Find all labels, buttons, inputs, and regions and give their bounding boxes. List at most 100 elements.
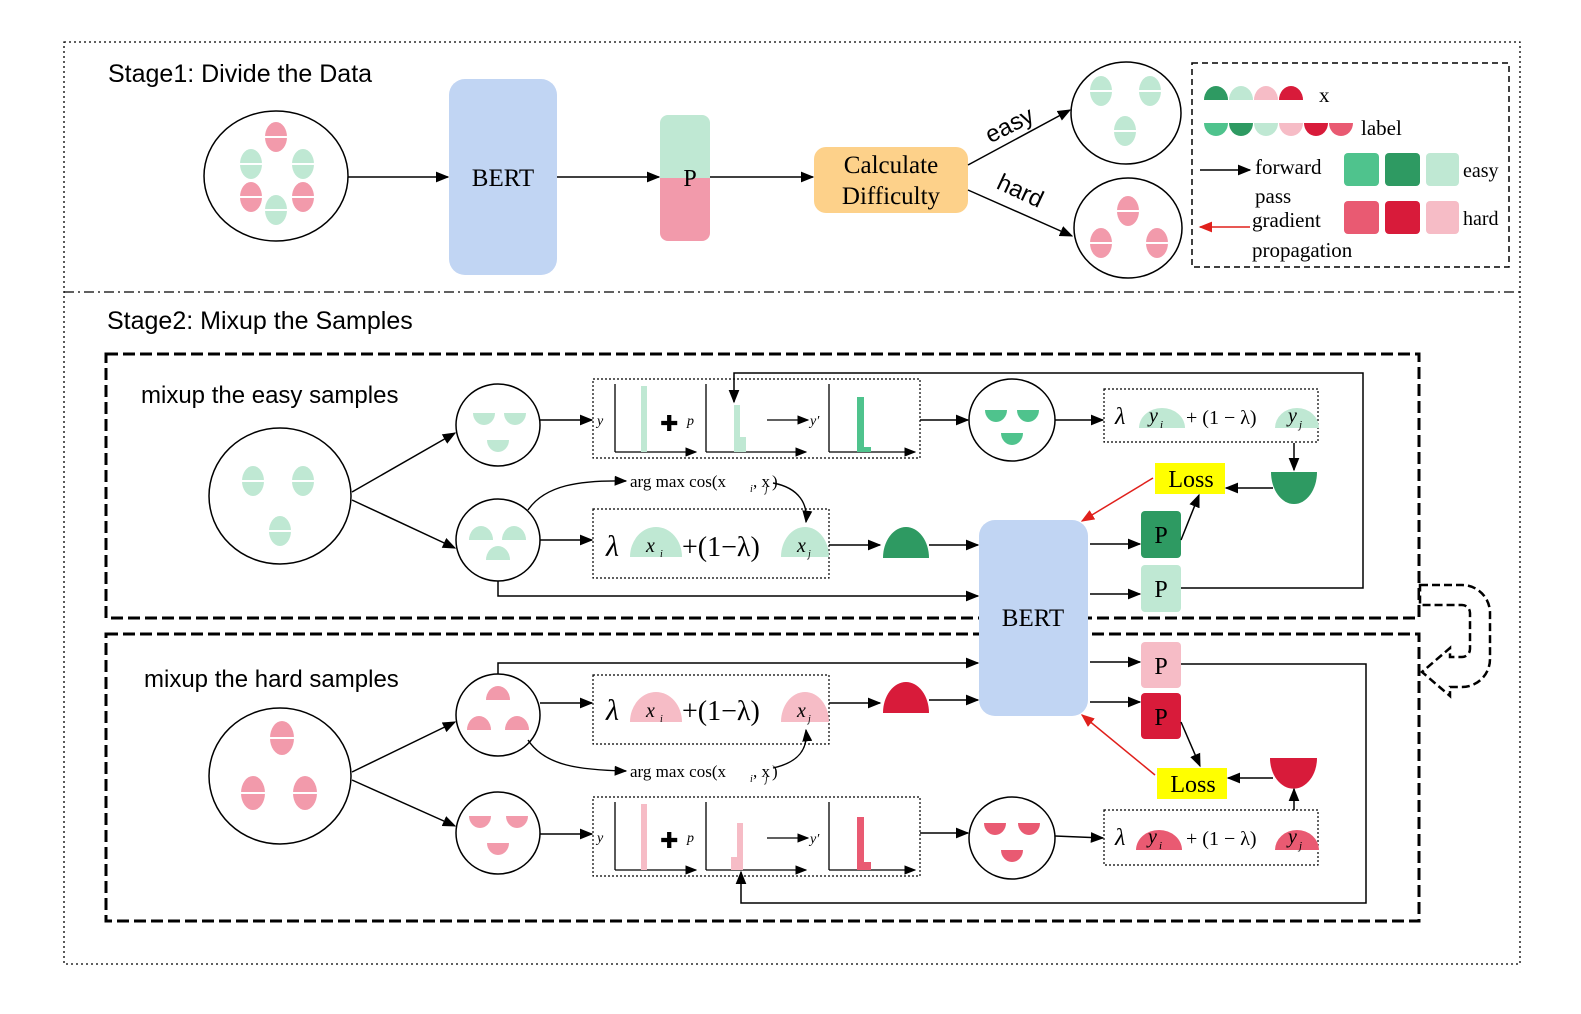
hard-xmix-lambda: λ [605,694,619,727]
easy-label-mix-box [1103,388,1319,443]
calculate-difficulty-block [814,147,968,213]
stage1-easy-pool [1070,61,1182,165]
hard-smoothed-labels-circle [968,796,1056,880]
hard-mixed-p-label: P [1154,705,1167,731]
hard-argmax-sub-j: j [763,774,768,785]
easy-mixed-prediction [1141,511,1181,558]
easy-panel-title: mixup the easy samples [141,382,398,409]
easy-argmax-close: ) [772,472,778,491]
easy-inputs-circle [455,498,541,582]
easy-mixed-label-shape [1271,472,1317,504]
hard-p-axis: p [686,831,694,846]
hard-ymix-yj: y [1286,826,1297,848]
easy-ymix-coef: + (1 − λ) [1186,407,1257,429]
hard-branch-label: hard [993,169,1048,214]
hard-argmax-sub-i: i [750,774,753,785]
stage1-data-pool [203,110,349,242]
hard-argmax-comma: , x [753,762,771,781]
easy-samples-pool [208,427,352,565]
legend-x: x [1319,83,1330,107]
easy-ymix-yi: y [1147,405,1158,427]
easy-argmax-sub-j: j [763,484,768,495]
hard-mixed-input [883,682,929,713]
easy-ymix-yj-sub: j [1297,419,1302,431]
hard-xmix-xj-sub: j [806,714,811,725]
stage1-bert-block [449,79,557,275]
easy-p-axis: p [686,414,694,429]
legend-gradient: gradient [1252,208,1321,232]
easy-ymix-yj: y [1286,405,1297,427]
hard-yprime-axis: y′ [808,832,820,847]
hard-mixed-prediction [1141,693,1181,739]
stage2-bert-block [979,520,1088,716]
hard-original-prediction [1141,642,1181,688]
hard-ymix-yj-sub: j [1297,840,1302,852]
easy-original-prediction [1141,565,1181,612]
easy-mixup-panel [104,352,1421,620]
hard-label-smoothing-box [592,796,921,877]
easy-argmax-text: arg max cos(x [630,472,726,491]
hard-xmix-xi-sub: i [660,714,663,725]
stage2-title: Stage2: Mixup the Samples [107,307,413,335]
easy-smoothed-labels-circle [968,378,1056,462]
hard-label-mix-box [1103,809,1319,866]
easy-y-axis: y [595,414,604,429]
easy-input-mix-box [592,508,830,579]
hard-xmix-coef: +(1−λ) [682,696,760,727]
hard-mixed-label-shape [1270,758,1317,789]
hard-plus-sign: ✚ [660,828,678,853]
hard-ymix-coef: + (1 − λ) [1186,828,1257,850]
hard-argmax-close: ) [772,762,778,781]
easy-xmix-xj: x [796,535,806,557]
stage1-bert-label: BERT [472,165,534,192]
hard-loss-box [1157,768,1227,799]
easy-original-p-label: P [1154,577,1167,603]
hard-ymix-lambda: λ [1114,825,1125,851]
panel-switch-arrow [1418,583,1492,699]
stage2-bert-label: BERT [1002,605,1064,632]
easy-argmax-comma: , x [753,472,771,491]
hard-argmax-text: arg max cos(x [630,762,726,781]
easy-label-smoothing-box [592,378,921,459]
hard-inputs-circle [455,673,541,757]
easy-yprime-axis: y′ [808,414,820,429]
easy-mixed-input [883,527,929,558]
hard-loss-label: Loss [1170,772,1215,798]
legend-forward: forward [1255,155,1322,179]
easy-xmix-lambda: λ [605,530,619,563]
hard-ymix-yi-sub: i [1159,840,1162,852]
easy-xmix-xi: x [645,535,655,557]
hard-input-mix-box [592,674,830,745]
stage1-hard-pool [1073,177,1183,279]
calc-line2: Difficulty [842,183,941,210]
outer-frame [63,41,1521,965]
hard-labels-circle [455,791,541,875]
easy-xmix-xj-sub: j [806,549,811,560]
legend-hard: hard [1463,208,1499,230]
easy-loss-box [1155,463,1225,494]
legend-propagation: propagation [1252,238,1353,262]
legend-pass: pass [1255,184,1291,208]
stage1-p-block [660,115,710,241]
easy-xmix-coef: +(1−λ) [682,532,760,563]
hard-mixup-panel [104,632,1421,923]
easy-labels-circle [455,383,541,467]
stage1-title: Stage1: Divide the Data [108,60,372,88]
legend-label: label [1361,116,1402,140]
easy-ymix-lambda: λ [1114,404,1125,430]
hard-samples-pool [208,707,352,845]
legend-easy: easy [1463,160,1499,182]
easy-xmix-xi-sub: i [660,549,663,560]
easy-mixed-p-label: P [1154,523,1167,549]
legend [1191,62,1510,268]
hard-y-axis: y [595,831,604,846]
easy-ymix-yi-sub: i [1160,419,1163,431]
hard-xmix-xi: x [645,700,655,722]
hard-xmix-xj: x [796,700,806,722]
easy-loss-label: Loss [1168,467,1213,493]
hard-panel-title: mixup the hard samples [144,666,399,693]
hard-ymix-yi: y [1146,826,1157,848]
easy-plus-sign: ✚ [660,411,678,436]
